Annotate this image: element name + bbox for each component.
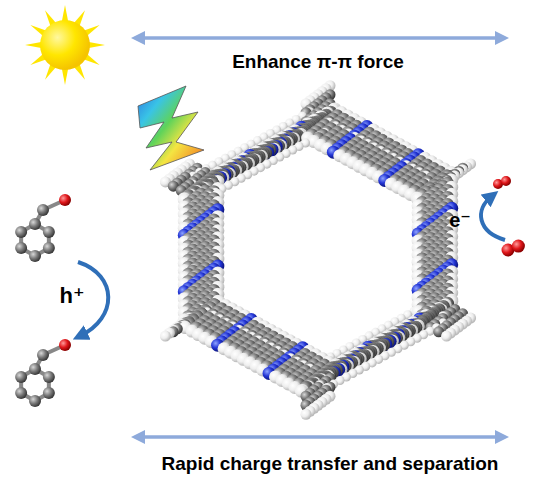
double-arrow	[138, 435, 502, 439]
oxygen-model	[502, 240, 525, 257]
double-arrow	[138, 36, 502, 40]
sun-icon	[25, 5, 105, 85]
curved-arrow	[481, 196, 505, 240]
caption-text: Rapid charge transfer and separation	[162, 453, 499, 475]
charge-label: e⁻	[449, 208, 471, 232]
benzyl-alcohol-model	[15, 194, 71, 262]
superoxide-model	[493, 176, 511, 189]
caption-text: Enhance π-π force	[232, 51, 404, 73]
light-bolt	[138, 86, 204, 170]
cof-pore-model	[160, 80, 476, 420]
charge-label: h⁺	[59, 283, 84, 309]
benzaldehyde-model	[15, 339, 71, 407]
